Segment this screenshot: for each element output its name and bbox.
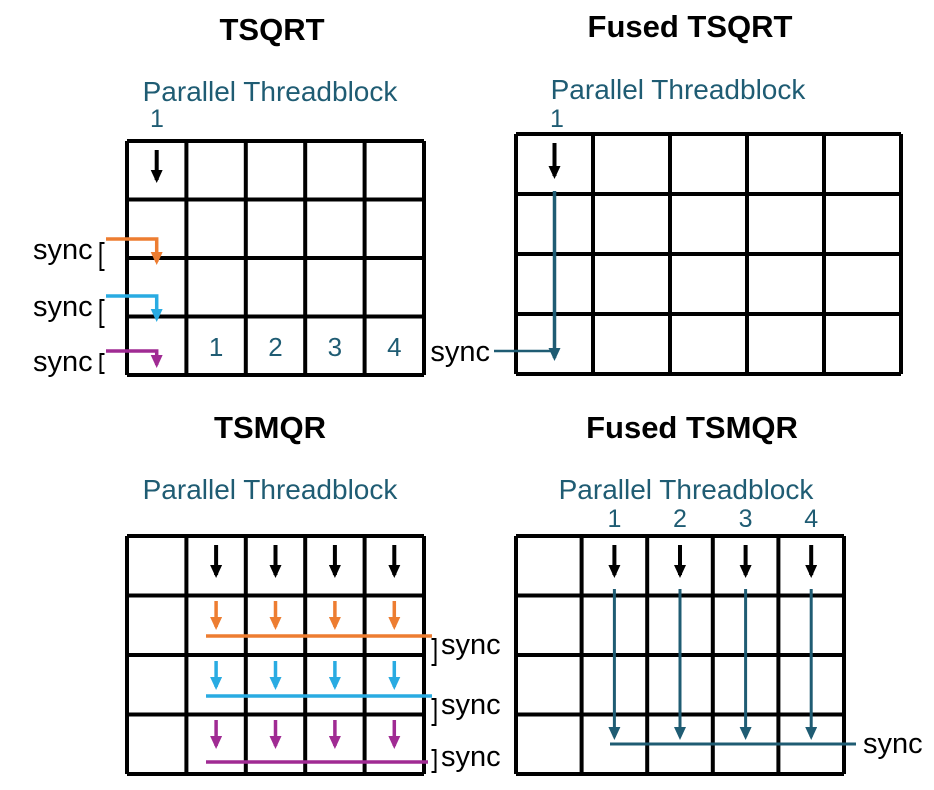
panel-subtitle: Parallel Threadblock [143, 76, 399, 107]
block-grid [125, 139, 426, 377]
cell-number: 2 [268, 332, 282, 362]
sync-label: sync [441, 629, 501, 661]
sync-label: sync [441, 689, 501, 721]
panel-fused-tsqrt: Fused TSQRT Parallel Threadblock 1 sync [430, 9, 903, 376]
sync-label: sync [863, 728, 923, 760]
sync-label: sync [430, 336, 490, 368]
panel-title: Fused TSQRT [588, 9, 793, 44]
sync-arrow-cyan-icon [106, 294, 163, 322]
panel-title: Fused TSMQR [586, 410, 798, 445]
panel-subtitle: Parallel Threadblock [559, 474, 815, 505]
panel-title: TSQRT [219, 12, 324, 47]
sync-bracket [99, 299, 105, 328]
column-label: 4 [804, 505, 818, 533]
sync-bracket [99, 353, 105, 374]
panel-tsqrt: TSQRT Parallel Threadblock 1 sync sync s… [33, 12, 426, 378]
sync-bracket [431, 749, 437, 773]
sync-arrow-magenta-icon [106, 349, 163, 368]
sync-bracket [431, 638, 437, 666]
sync-label: sync [33, 346, 93, 378]
panel-subtitle: Parallel Threadblock [551, 74, 807, 105]
panel-subtitle: Parallel Threadblock [143, 474, 399, 505]
sync-label: sync [33, 234, 93, 266]
panel-fused-tsmqr: Fused TSMQR Parallel Threadblock 1 2 3 4… [514, 410, 923, 776]
column-label: 2 [673, 505, 687, 533]
column-label: 1 [550, 105, 564, 133]
cell-number: 3 [328, 332, 342, 362]
sync-label: sync [441, 741, 501, 773]
sync-label: sync [33, 291, 93, 323]
panel-tsmqr: TSMQR Parallel Threadblock sync sync syn… [125, 410, 501, 776]
column-label: 1 [150, 105, 164, 133]
panel-title: TSMQR [214, 410, 326, 445]
sync-arrow-orange-icon [106, 237, 163, 265]
column-label: 3 [739, 505, 753, 533]
column-label: 1 [607, 505, 621, 533]
block-grid [125, 534, 426, 776]
sync-bracket [99, 242, 105, 271]
sync-bracket [431, 698, 437, 726]
cell-number: 4 [387, 332, 401, 362]
cell-number: 1 [209, 332, 223, 362]
block-grid [514, 132, 903, 376]
